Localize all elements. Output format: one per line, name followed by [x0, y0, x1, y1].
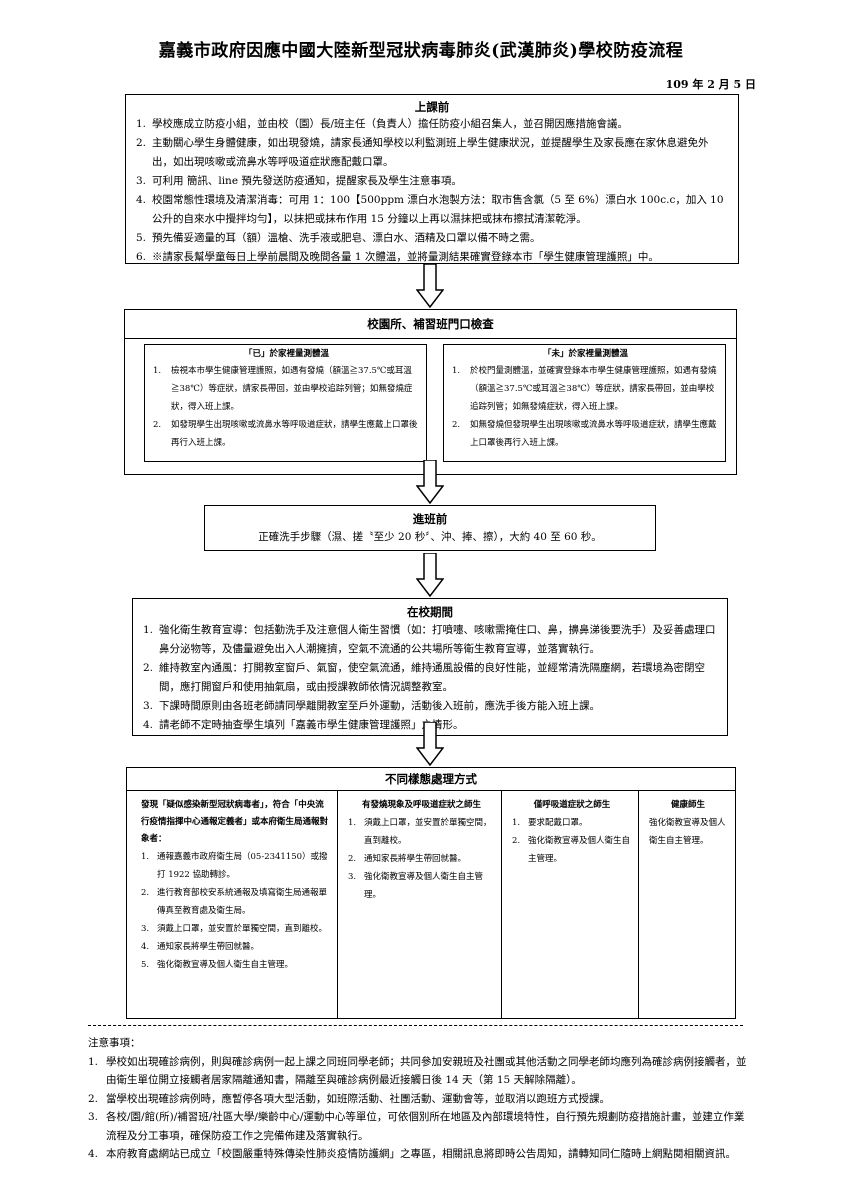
- page-title: 嘉義市政府因應中國大陸新型冠狀病毒肺炎(武漢肺炎)學校防疫流程: [158, 41, 684, 61]
- list-item: 2.當學校出現確診病例時，應暫停各項大型活動，如班際活動、社團活動、運動會等，並…: [88, 1092, 610, 1105]
- list-item: 2.維持教室內通風：打開教室窗戶、氣窗，使空氣流通，維持通風設備的良好性能，並經…: [143, 662, 705, 693]
- down-arrow-icon: [416, 722, 444, 766]
- list-item: 3.下課時間原則由各班老師請同學離開教室至戶外運動，活動後入班前，應洗手後方能入…: [143, 700, 600, 712]
- respiratory-only-column: 僅呼吸道症狀之師生 1.要求配戴口罩。 2.強化衛教宣導及個人衛生自主管理。: [502, 791, 639, 1018]
- before-class-box: 上課前 1.學校應成立防疫小組，並由校（園）長/班主任（負責人）擔任防疫小組召集…: [125, 94, 739, 264]
- handling-box: 不同樣態處理方式 發現「疑似感染新型冠狀病毒者」，符合「中央流行疫情指揮中心通報…: [126, 767, 736, 1019]
- list-item: 2.如無發燒但發現學生出現咳嗽或流鼻水等呼吸道症狀，請學生應戴上口罩後再行入班上…: [452, 420, 717, 448]
- list-item: 1.強化衛生教育宣導：包括勤洗手及注意個人衛生習慣（如：打噴嚏、咳嗽需掩住口、鼻…: [143, 624, 716, 655]
- list-item: 2.主動關心學生身體健康，如出現發燒，請家長通知學校以利監測班上學生健康狀況，並…: [136, 137, 709, 168]
- fever-symptoms-header: 有發燒現象及呼吸道症狀之師生: [361, 800, 481, 810]
- divider: [88, 1025, 743, 1026]
- enter-class-box: 進班前 正確洗手步驟（濕、搓〝至少 20 秒〞、沖、捧、擦），大約 40 至 6…: [204, 505, 656, 551]
- before-class-list: 1.學校應成立防疫小組，並由校（園）長/班主任（負責人）擔任防疫小組召集人，並召…: [136, 115, 728, 267]
- list-item: 6.※請家長幫學童每日上學前晨間及晚間各量 1 次體溫，並將量測結果確實登錄本市…: [136, 251, 659, 263]
- list-item: 5.預先備妥適量的耳（額）溫槍、洗手液或肥皂、漂白水、酒精及口罩以備不時之需。: [136, 232, 541, 244]
- list-item: 2.進行教育部校安系統通報及填寫衛生局通報單傳真至教育處及衛生局。: [141, 888, 328, 916]
- down-arrow-icon: [416, 264, 444, 308]
- entrance-check-box: 校園所、補習班門口檢查 「已」於家裡量測體溫 1.檢視本市學生健康管理護照，如遇…: [124, 309, 737, 475]
- list-item: 4.校園常態性環境及清潔消毒：可用 1：100【500ppm 漂白水泡製方法：取…: [136, 194, 724, 225]
- before-class-header: 上課前: [414, 100, 450, 114]
- list-item: 1.於校門量測體溫，並確實登錄本市學生健康管理護照，如遇有發燒（額溫≧37.5℃…: [452, 366, 717, 412]
- list-item: 1.學校如出現確診病例，則與確診病例一起上課之同班同學老師；共同參加安親班及社團…: [88, 1055, 747, 1087]
- list-item: 1.學校應成立防疫小組，並由校（園）長/班主任（負責人）擔任防疫小組召集人，並召…: [136, 118, 629, 130]
- list-item: 3.須戴上口罩，並安置於單獨空間，直到離校。: [141, 924, 328, 934]
- not-measured-at-home-panel: 「未」於家裡量測體溫 1.於校門量測體溫，並確實登錄本市學生健康管理護照，如遇有…: [443, 344, 726, 462]
- suspected-case-header: 發現「疑似感染新型冠狀病毒者」，符合「中央流行疫情指揮中心通報定義者」或本府衛生…: [141, 800, 329, 844]
- healthy-text: 強化衛教宣導及個人衛生自主管理。: [649, 818, 726, 846]
- healthy-column: 健康師生 強化衛教宣導及個人衛生自主管理。: [639, 791, 735, 1018]
- list-item: 4.請老師不定時抽查學生填列「嘉義市學生健康管理護照」之情形。: [143, 719, 464, 731]
- list-item: 5.強化衛教宣導及個人衛生自主管理。: [141, 960, 294, 970]
- list-item: 2.通知家長將學生帶回就醫。: [348, 854, 467, 864]
- list-item: 1.檢視本市學生健康管理護照，如遇有發燒（額溫≧37.5℃或耳溫≧38℃）等症狀…: [153, 366, 413, 412]
- down-arrow-icon: [416, 460, 444, 504]
- notes-section: 注意事項： 1.學校如出現確診病例，則與確診病例一起上課之同班同學老師；共同參加…: [88, 1034, 748, 1164]
- at-school-box: 在校期間 1.強化衛生教育宣導：包括勤洗手及注意個人衛生習慣（如：打噴嚏、咳嗽需…: [132, 598, 728, 736]
- measured-at-home-panel: 「已」於家裡量測體溫 1.檢視本市學生健康管理護照，如遇有發燒（額溫≧37.5℃…: [144, 344, 427, 462]
- enter-class-header: 進班前: [412, 512, 448, 526]
- list-item: 1.須戴上口罩，並安置於單獨空間，直到離校。: [348, 818, 492, 846]
- list-item: 4.本府教育處網站已成立「校園嚴重特殊傳染性肺炎疫情防護網」之專區，相關訊息將即…: [88, 1148, 736, 1160]
- measured-at-home-header: 「已」於家裡量測體溫: [243, 349, 329, 359]
- respiratory-only-header: 僅呼吸道症狀之師生: [533, 800, 611, 810]
- suspected-case-column: 發現「疑似感染新型冠狀病毒者」，符合「中央流行疫情指揮中心通報定義者」或本府衛生…: [127, 791, 338, 1018]
- list-item: 4.通知家長將學生帶回就醫。: [141, 942, 260, 952]
- document-date: 109 年 2 月 5 日: [665, 78, 756, 91]
- list-item: 3.強化衛教宣導及個人衛生自主管理。: [348, 872, 484, 900]
- healthy-header: 健康師生: [670, 800, 705, 810]
- entrance-check-header: 校園所、補習班門口檢查: [125, 310, 736, 339]
- handling-header: 不同樣態處理方式: [127, 768, 735, 791]
- list-item: 2.如發現學生出現咳嗽或流鼻水等呼吸道症狀，請學生應戴上口罩後再行入班上課。: [153, 420, 418, 448]
- not-measured-at-home-header: 「未」於家裡量測體溫: [542, 349, 628, 359]
- down-arrow-icon: [416, 553, 444, 597]
- at-school-header: 在校期間: [407, 605, 453, 619]
- hand-washing-steps: 正確洗手步驟（濕、搓〝至少 20 秒〞、沖、捧、擦），大約 40 至 60 秒。: [258, 531, 602, 543]
- list-item: 3.可利用 簡訊、line 預先發送防疫通知，提醒家長及學生注意事項。: [136, 175, 462, 187]
- fever-symptoms-column: 有發燒現象及呼吸道症狀之師生 1.須戴上口罩，並安置於單獨空間，直到離校。 2.…: [338, 791, 502, 1018]
- notes-header: 注意事項：: [88, 1037, 141, 1049]
- list-item: 3.各校/園/館(所)/補習班/社區大學/樂齡中心/運動中心等單位，可依個別所在…: [88, 1111, 745, 1142]
- list-item: 2.強化衛教宣導及個人衛生自主管理。: [512, 836, 631, 864]
- list-item: 1.通報嘉義市政府衛生局（05-2341150）或撥打 1922 協助轉診。: [141, 852, 328, 880]
- list-item: 1.要求配戴口罩。: [512, 818, 588, 828]
